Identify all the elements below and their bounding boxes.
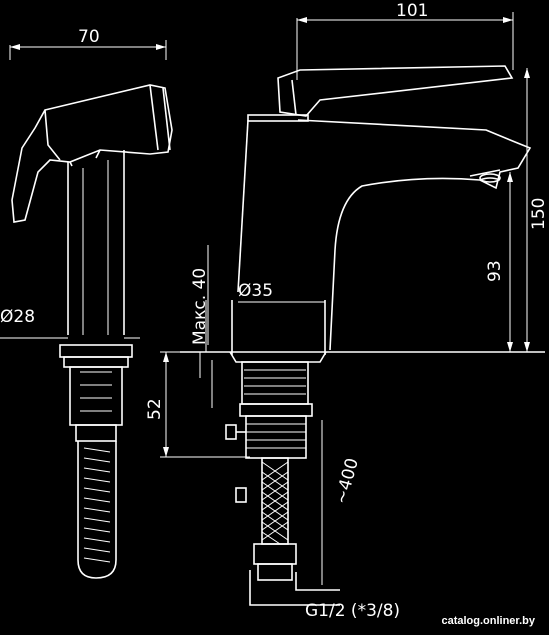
dim-52-label: 52 (145, 398, 165, 420)
dim-max40-label: Макс. 40 (190, 268, 210, 345)
dim-35-label: Ø35 (238, 281, 273, 301)
dim-101-label: 101 (396, 1, 428, 21)
hand-shower (0, 40, 173, 579)
dim-70-label: 70 (78, 27, 100, 47)
watermark: catalog.onliner.by (441, 615, 535, 627)
dim-150-label: 150 (529, 198, 549, 230)
dim-93-label: 93 (485, 260, 505, 282)
dim-400-label: ~400 (332, 456, 363, 506)
mixer-body (160, 12, 545, 606)
thread-label: G1/2 (*3/8) (305, 601, 400, 621)
dim-28-label: Ø28 (0, 307, 35, 327)
